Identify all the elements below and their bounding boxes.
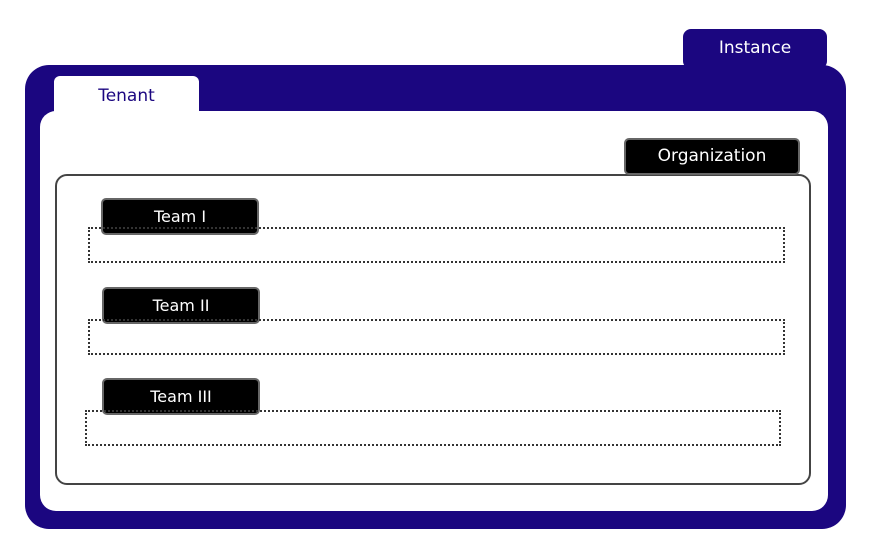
- organization-label: Organization: [624, 138, 800, 175]
- tenant-tab: Tenant: [54, 76, 199, 116]
- team-container: [88, 227, 785, 263]
- instance-tab: Instance: [683, 29, 827, 69]
- team-container: [88, 319, 785, 355]
- team-label: Team III: [102, 378, 260, 415]
- team-label: Team II: [102, 287, 260, 324]
- organization-container: [55, 174, 811, 485]
- team-container: [85, 410, 781, 446]
